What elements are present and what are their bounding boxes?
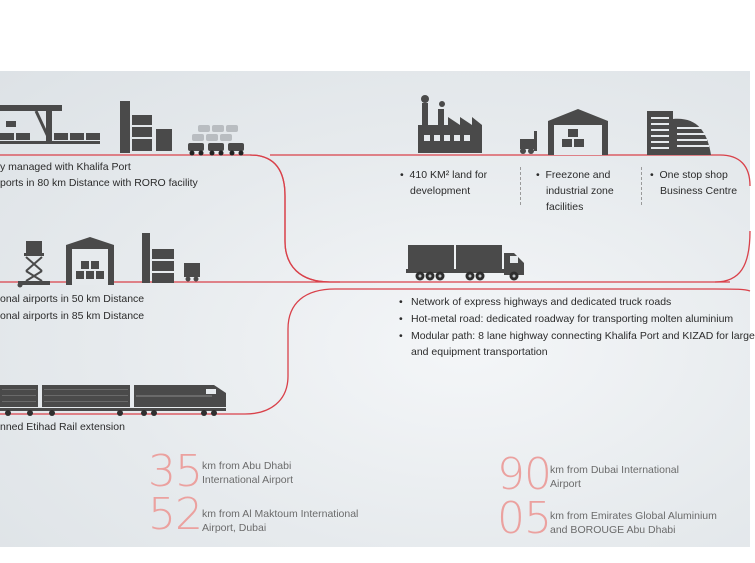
- feature-freezone-line-2: industrial zone: [546, 185, 614, 197]
- container-stack-icon: [120, 101, 172, 153]
- freight-train-icon: [0, 385, 226, 416]
- feature-land-line-2: development: [410, 185, 471, 197]
- feature-freezone-line-3: facilities: [546, 201, 584, 213]
- distance-number-52: 52: [148, 489, 203, 540]
- road-bullet-3-cont: and equipment transportation: [399, 344, 548, 361]
- feature-bullet: •: [536, 169, 546, 181]
- distance-desc-52: km from Al Maktoum International Airport…: [202, 507, 358, 535]
- distance-desc-52-line-2: Airport, Dubai: [202, 522, 267, 534]
- port-text-line-2: ports in 80 km Distance with RORO facili…: [0, 177, 198, 189]
- feature-land-line-1: 410 KM² land for: [409, 169, 488, 181]
- gantry-crane-icon: [0, 105, 100, 144]
- road-bullet-2-text: Hot-metal road: dedicated roadway for tr…: [411, 313, 734, 325]
- factory-icon: [418, 95, 482, 153]
- warehouse-icon: [66, 237, 114, 285]
- office-building-icon: [647, 111, 711, 155]
- feature-divider: [641, 167, 642, 205]
- container-truck-icon: [142, 233, 200, 283]
- feature-bullet: •: [650, 169, 660, 181]
- car-carrier-icon: [188, 125, 244, 156]
- distance-desc-90: km from Dubai International Airport: [550, 463, 679, 491]
- distance-desc-05: km from Emirates Global Aluminium and BO…: [550, 509, 717, 537]
- road-bullet-3-cont-text: and equipment transportation: [411, 346, 548, 358]
- infographic-panel: y managed with Khalifa Port ports in 80 …: [0, 71, 755, 547]
- truck-icon: [406, 245, 524, 281]
- feature-business-centre: • One stop shop Business Centre: [650, 167, 737, 199]
- feature-business-line-2: Business Centre: [660, 185, 738, 197]
- rail-caption: nned Etihad Rail extension: [0, 421, 125, 433]
- distance-number-90: 90: [497, 449, 552, 500]
- road-bullet-1: •Network of express highways and dedicat…: [399, 296, 672, 308]
- feature-bullet: •: [400, 169, 410, 181]
- feature-freezone: • Freezone and industrial zone facilitie…: [536, 167, 614, 215]
- route-line: [0, 154, 751, 415]
- feature-business-line-1: One stop shop: [659, 169, 728, 181]
- distance-desc-35: km from Abu Dhabi International Airport: [202, 459, 293, 487]
- scissor-lift-icon: [17, 241, 50, 288]
- road-bullet-3: •Modular path: 8 lane highway connecting…: [399, 330, 755, 342]
- warehouse-forklift-icon: [520, 109, 608, 155]
- feature-freezone-line-1: Freezone and: [545, 169, 611, 181]
- road-bullet-3-text: Modular path: 8 lane highway connecting …: [411, 330, 755, 342]
- road-bullet-1-text: Network of express highways and dedicate…: [411, 296, 672, 308]
- distance-desc-90-line-1: km from Dubai International: [550, 464, 679, 476]
- feature-land: • 410 KM² land for development: [400, 167, 487, 199]
- distance-desc-90-line-2: Airport: [550, 478, 581, 490]
- airport-text-line-1: onal airports in 50 km Distance: [0, 293, 145, 305]
- distance-desc-35-line-1: km from Abu Dhabi: [202, 460, 292, 472]
- distance-desc-52-line-1: km from Al Maktoum International: [202, 508, 359, 520]
- distance-desc-05-line-1: km from Emirates Global Aluminium: [550, 510, 717, 522]
- port-text-line-1: y managed with Khalifa Port: [0, 161, 131, 173]
- airport-text-line-2: onal airports in 85 km Distance: [0, 310, 145, 322]
- distance-number-05: 05: [497, 493, 552, 544]
- distance-desc-05-line-2: and BOROUGE Abu Dhabi: [550, 524, 676, 536]
- feature-divider: [520, 167, 521, 205]
- road-bullet-2: •Hot-metal road: dedicated roadway for t…: [399, 313, 734, 325]
- distance-number-35: 35: [148, 446, 203, 497]
- distance-desc-35-line-2: International Airport: [202, 474, 294, 486]
